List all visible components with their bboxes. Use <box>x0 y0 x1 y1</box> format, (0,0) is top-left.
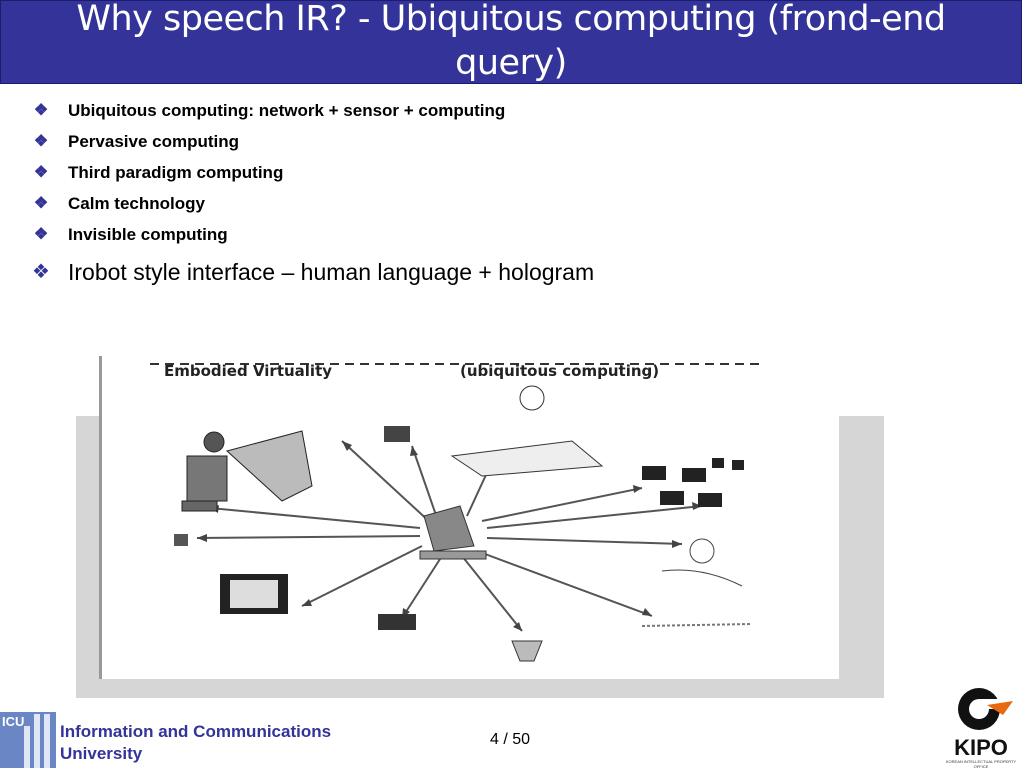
figure-heading-right: (ubiquitous computing) <box>460 362 660 380</box>
screens-icon <box>642 458 744 507</box>
telephone-icon <box>384 426 410 442</box>
institution-name: Information and Communications Universit… <box>60 721 331 765</box>
lamp-icon <box>511 640 543 662</box>
title-bar: Why speech IR? - Ubiquitous computing (f… <box>0 0 1022 84</box>
person-reading-icon <box>450 385 604 477</box>
bullet-text: Calm technology <box>68 194 205 213</box>
page-number: 4 / 50 <box>489 731 531 748</box>
bullet-item: ❖ Ubiquitous computing: network + sensor… <box>30 98 930 129</box>
kipo-logo-text: KIPO <box>954 735 1008 760</box>
playing-child-icon <box>661 538 743 587</box>
diamond-bullet-icon: ❖ <box>33 102 49 119</box>
monitor-icon <box>220 574 288 614</box>
diamond-bullet-icon: ❖ <box>33 133 49 150</box>
diamond-bullet-icon: ❖ <box>33 226 49 243</box>
slide-title: Why speech IR? - Ubiquitous computing (f… <box>76 0 946 83</box>
ubiquitous-computing-figure: Embodied Virtuality (ubiquitous computin… <box>99 356 839 679</box>
diamond-bullet-icon: ❖ <box>32 261 50 283</box>
bullet-text: Ubiquitous computing: network + sensor +… <box>68 101 506 120</box>
main-bullet-item: ❖ Irobot style interface – human languag… <box>30 255 930 291</box>
figure-heading-left: Embodied Virtuality <box>164 362 333 380</box>
bullet-item: ❖ Calm technology <box>30 191 930 222</box>
institution-line-1: Information and Communications <box>60 722 332 741</box>
camera-icon <box>378 614 416 630</box>
bullet-item: ❖ Pervasive computing <box>30 129 930 160</box>
bullet-text: Pervasive computing <box>68 132 240 151</box>
figure-illustration <box>150 363 762 662</box>
handheld-device-icon <box>174 534 188 546</box>
kipo-logo-caption: KOREAN INTELLECTUAL PROPERTY OFFICE <box>945 759 1017 769</box>
icu-logo-text: ICU <box>2 714 25 729</box>
icu-logo: ICU <box>0 712 56 768</box>
bullet-text: Invisible computing <box>68 225 228 244</box>
bullet-item: ❖ Invisible computing <box>30 222 930 253</box>
institution-line-2: University <box>60 744 143 763</box>
computer-icon <box>419 505 487 560</box>
bullet-item: ❖ Third paradigm computing <box>30 160 930 191</box>
bullet-text: Third paradigm computing <box>68 163 284 182</box>
kipo-logo: KIPO KOREAN INTELLECTUAL PROPERTY OFFICE <box>945 683 1017 769</box>
main-bullet-text: Irobot style interface – human language … <box>68 259 595 285</box>
person-at-desk-icon <box>181 430 313 512</box>
diamond-bullet-icon: ❖ <box>33 164 49 181</box>
diamond-bullet-icon: ❖ <box>33 195 49 212</box>
bullet-list: ❖ Ubiquitous computing: network + sensor… <box>30 98 930 291</box>
